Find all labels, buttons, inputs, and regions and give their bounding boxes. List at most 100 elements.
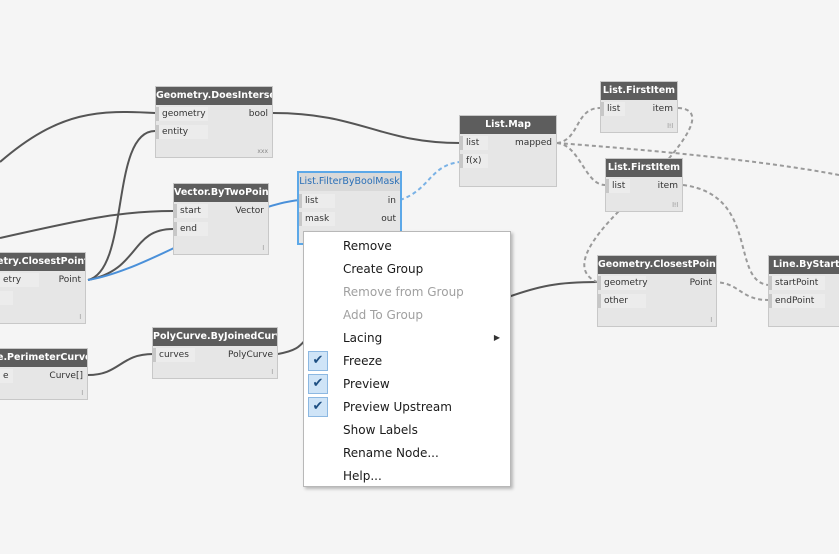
menu-item-remove-from-group: Remove from Group: [304, 281, 510, 303]
wire: [556, 142, 606, 186]
input-port-end[interactable]: end: [174, 222, 208, 236]
menu-item-label: Add To Group: [343, 308, 424, 322]
wire: [87, 353, 154, 376]
output-port-polycurve[interactable]: PolyCurve: [228, 350, 273, 360]
lacing-indicator: xxx: [257, 148, 268, 155]
node-perimetercurves[interactable]: e.PerimeterCurves e Curve[] l: [0, 348, 88, 400]
lacing-indicator: l!l: [667, 123, 673, 130]
node-line-bystartpoint[interactable]: Line.ByStartPo startPoint endPoint: [768, 255, 839, 327]
wire: [499, 281, 598, 301]
input-port-list[interactable]: list: [601, 102, 625, 116]
lacing-indicator: l: [262, 245, 264, 252]
wire: [0, 210, 174, 239]
node-title: etry.ClosestPointTo: [0, 253, 85, 271]
menu-item-create-group[interactable]: Create Group: [304, 258, 510, 280]
menu-item-label: Create Group: [343, 262, 424, 276]
input-port-entity[interactable]: entity: [156, 125, 208, 139]
node-list-firstitem[interactable]: List.FirstItem list item l!l: [605, 158, 683, 212]
input-port-function[interactable]: f(x): [460, 154, 488, 168]
input-port-endpoint[interactable]: endPoint: [769, 294, 825, 308]
node-title: List.FirstItem: [606, 159, 682, 177]
input-port-list[interactable]: list: [606, 179, 630, 193]
lacing-indicator: l: [710, 317, 712, 324]
wire: [87, 228, 174, 281]
lacing-indicator: l!l: [672, 202, 678, 209]
checkmark-icon: ✔: [308, 397, 328, 417]
menu-item-preview-upstream[interactable]: ✔ Preview Upstream: [304, 396, 510, 418]
menu-item-lacing[interactable]: Lacing ▶: [304, 327, 510, 349]
menu-item-label: Rename Node...: [343, 446, 439, 460]
wire: [272, 112, 461, 144]
input-port-start[interactable]: start: [174, 204, 208, 218]
output-port-vector[interactable]: Vector: [235, 206, 264, 216]
output-port-item[interactable]: item: [652, 104, 673, 114]
input-port-geometry[interactable]: etry: [0, 273, 39, 287]
input-port-other[interactable]: [0, 291, 13, 305]
node-title: PolyCurve.ByJoinedCurves: [153, 328, 277, 346]
input-port-list[interactable]: list: [299, 194, 335, 208]
input-port-list[interactable]: list: [460, 136, 488, 150]
menu-item-show-labels[interactable]: Show Labels: [304, 419, 510, 441]
node-title: List.FilterByBoolMask: [299, 173, 400, 191]
output-port-out[interactable]: out: [381, 214, 396, 224]
checkmark-icon: ✔: [308, 351, 328, 371]
context-menu: Remove Create Group Remove from Group Ad…: [303, 231, 511, 487]
menu-item-label: Help...: [343, 469, 382, 483]
node-list-map[interactable]: List.Map list f(x) mapped: [459, 115, 557, 187]
node-geometry-doesintersect[interactable]: Geometry.DoesIntersect geometry entity b…: [155, 86, 273, 158]
output-port-in[interactable]: in: [387, 196, 396, 206]
node-list-firstitem[interactable]: List.FirstItem list item l!l: [600, 81, 678, 133]
node-title: Geometry.DoesIntersect: [156, 87, 272, 105]
input-port-mask[interactable]: mask: [299, 212, 335, 226]
node-title: e.PerimeterCurves: [0, 349, 87, 367]
menu-item-label: Preview: [343, 377, 390, 391]
menu-item-freeze[interactable]: ✔ Freeze: [304, 350, 510, 372]
menu-item-rename-node[interactable]: Rename Node...: [304, 442, 510, 464]
wire: [682, 184, 769, 286]
input-port-startpoint[interactable]: startPoint: [769, 276, 825, 290]
output-port-item[interactable]: item: [657, 181, 678, 191]
node-title: Vector.ByTwoPoints: [174, 184, 268, 202]
menu-item-label: Show Labels: [343, 423, 418, 437]
node-title: Geometry.ClosestPointTo: [598, 256, 716, 274]
node-geometry-closestpointto-left[interactable]: etry.ClosestPointTo etry Point l: [0, 252, 86, 324]
menu-item-label: Freeze: [343, 354, 383, 368]
menu-item-label: Lacing: [343, 331, 383, 345]
input-port-geometry[interactable]: geometry: [598, 276, 648, 290]
menu-item-help[interactable]: Help...: [304, 465, 510, 487]
node-title: List.FirstItem: [601, 82, 677, 100]
output-port-bool[interactable]: bool: [248, 109, 268, 119]
menu-item-preview[interactable]: ✔ Preview: [304, 373, 510, 395]
node-title: List.Map: [460, 116, 556, 134]
node-geometry-closestpointto[interactable]: Geometry.ClosestPointTo geometry other P…: [597, 255, 717, 327]
menu-item-add-to-group: Add To Group: [304, 304, 510, 326]
input-port-geometry[interactable]: geometry: [156, 107, 208, 121]
input-port-curves[interactable]: curves: [153, 348, 195, 362]
menu-item-label: Remove from Group: [343, 285, 464, 299]
wire: [712, 281, 769, 301]
wire: [556, 107, 601, 144]
menu-item-label: Remove: [343, 239, 392, 253]
input-port-surface[interactable]: e: [0, 369, 13, 383]
input-port-other[interactable]: other: [598, 294, 646, 308]
lacing-indicator: l: [271, 369, 273, 376]
output-port-mapped[interactable]: mapped: [515, 138, 552, 148]
output-port-curves[interactable]: Curve[]: [49, 371, 83, 381]
node-vector-bytwopoints[interactable]: Vector.ByTwoPoints start end Vector l: [173, 183, 269, 255]
lacing-indicator: l: [81, 390, 83, 397]
wire: [87, 130, 156, 281]
output-port-point[interactable]: Point: [58, 275, 81, 285]
menu-item-label: Preview Upstream: [343, 400, 452, 414]
selected-wire: [399, 161, 461, 201]
output-port-point[interactable]: Point: [689, 278, 712, 288]
submenu-arrow-icon: ▶: [493, 333, 500, 342]
node-title: Line.ByStartPo: [769, 256, 839, 274]
node-polycurve-byjoinedcurves[interactable]: PolyCurve.ByJoinedCurves curves PolyCurv…: [152, 327, 278, 379]
menu-item-remove[interactable]: Remove: [304, 235, 510, 257]
checkmark-icon: ✔: [308, 374, 328, 394]
wire: [0, 110, 156, 163]
lacing-indicator: l: [79, 314, 81, 321]
wire: [556, 142, 839, 176]
wire: [583, 107, 694, 283]
